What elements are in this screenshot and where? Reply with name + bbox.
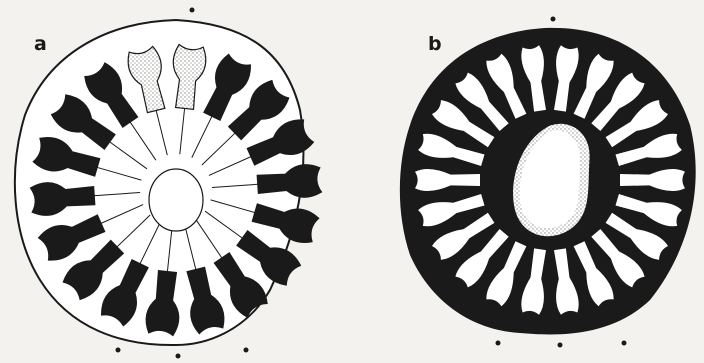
panel-a: a [15, 8, 322, 359]
panel-a-label: a [34, 33, 47, 55]
panel-b-marker-dot [551, 17, 556, 22]
panel-b: b [400, 17, 696, 348]
panel-b-marker-dot [622, 341, 627, 346]
panel-b-marker-dot [558, 343, 563, 348]
panel-a-marker-dot [116, 348, 121, 353]
panel-a-marker-dot [190, 8, 195, 13]
panel-a-marker-dot [244, 348, 249, 353]
panel-a-central-lumen [149, 169, 203, 231]
panel-a-marker-dot [176, 354, 181, 359]
panel-b-marker-dot [496, 341, 501, 346]
panel-b-outer-notch [540, 20, 562, 28]
panel-b-label: b [428, 33, 442, 55]
